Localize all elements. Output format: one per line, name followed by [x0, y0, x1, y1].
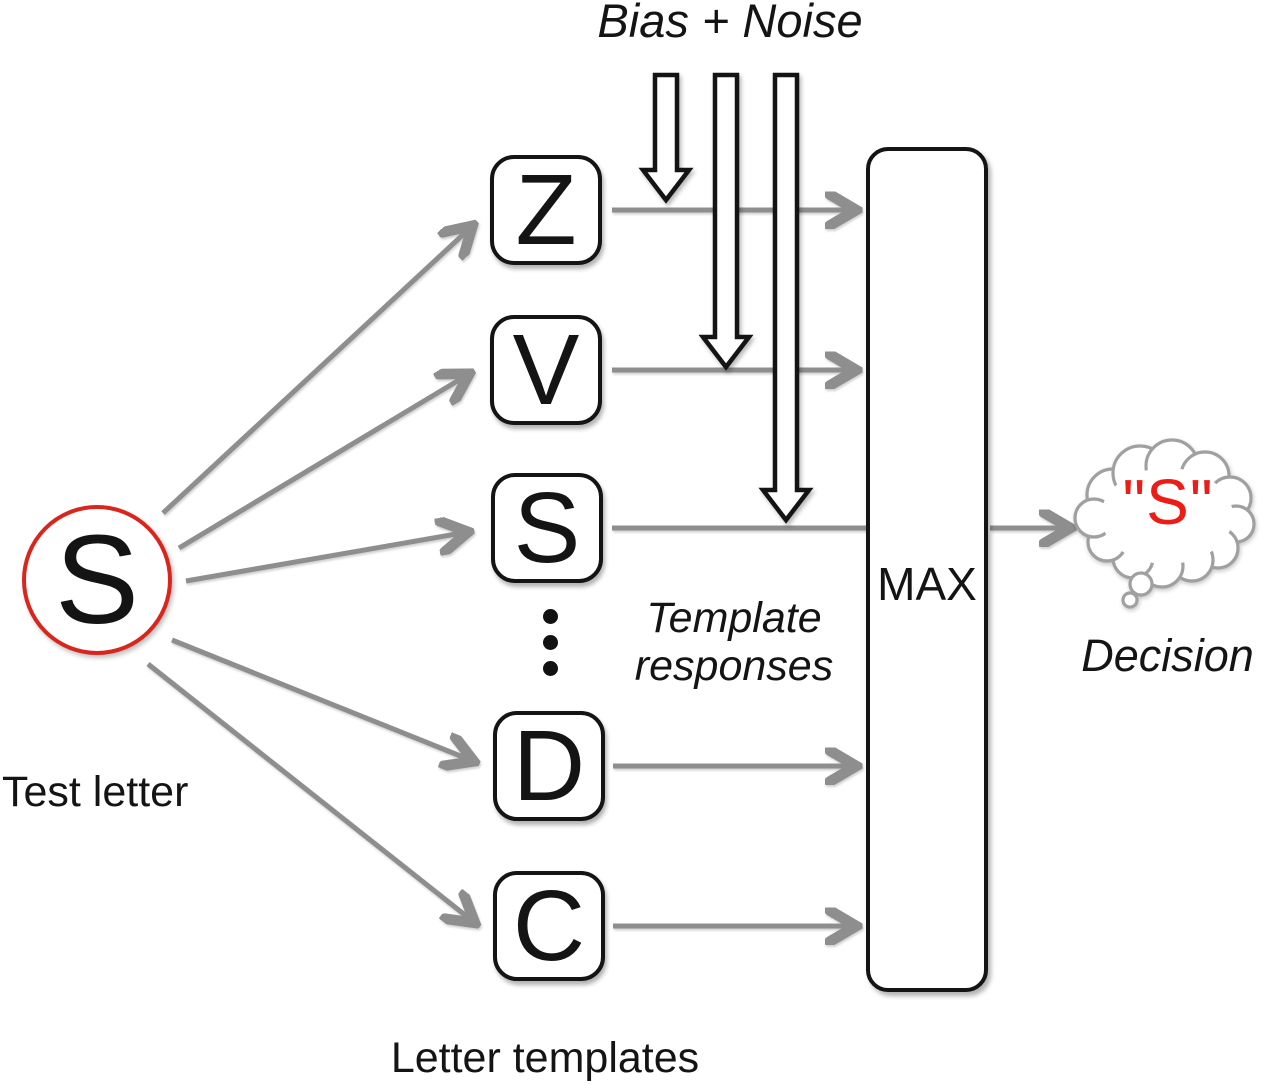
arrow-s-to-d	[171, 637, 468, 759]
bias-noise-label: Bias + Noise	[597, 0, 863, 47]
template-box-v: V	[490, 315, 602, 425]
arrow-s-to-z	[161, 230, 468, 515]
template-letter: S	[513, 472, 581, 584]
hollow-down-arrow-icon	[638, 72, 694, 204]
test-letter-text: S	[54, 509, 140, 650]
bias-noise-arrows	[638, 72, 814, 524]
template-box-s: S	[491, 473, 603, 583]
arrow-s-to-v	[177, 377, 464, 551]
max-label: MAX	[877, 557, 977, 610]
template-letter: Z	[515, 154, 577, 266]
template-box-d: D	[493, 711, 605, 821]
arrow-s-to-c	[146, 662, 470, 919]
template-letter: D	[512, 710, 586, 822]
template-response-arrows	[612, 210, 868, 926]
letter-templates-label: Letter templates	[390, 1034, 700, 1082]
template-box-c: C	[493, 871, 605, 981]
template-box-z: Z	[490, 155, 602, 265]
thought-tail-bubble	[1121, 591, 1139, 609]
hollow-down-arrow-icon	[698, 72, 754, 371]
thought-tail-bubble	[1128, 571, 1154, 597]
template-responses-label: Template responses	[634, 594, 834, 691]
decision-label: Decision	[1081, 630, 1254, 681]
thought-cloud-icon	[1073, 438, 1256, 609]
vertical-dots-icon	[543, 609, 558, 676]
decision-output: "S"	[1122, 466, 1214, 538]
template-letter: V	[512, 314, 580, 426]
template-letter: C	[512, 870, 586, 982]
stimulus-to-template-arrows	[146, 230, 470, 919]
hollow-down-arrow-icon	[758, 72, 814, 524]
arrow-s-to-s	[185, 533, 462, 584]
test-letter-node: S	[22, 505, 172, 655]
max-box: MAX	[866, 147, 988, 992]
test-letter-label: Test letter	[2, 768, 189, 816]
